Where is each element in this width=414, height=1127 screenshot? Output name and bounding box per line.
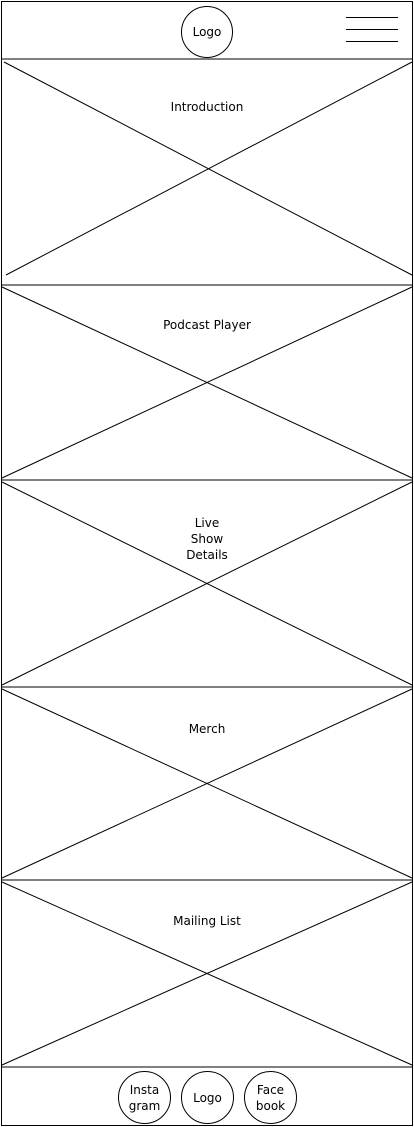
- introduction-section: Introduction: [0, 99, 414, 115]
- instagram-label: Insta gram: [128, 1082, 161, 1113]
- facebook-link[interactable]: Face book: [244, 1071, 297, 1124]
- live-show-details-section: Live Show Details: [0, 499, 414, 563]
- header-logo-label: Logo: [192, 25, 222, 39]
- podcast-player-section: Podcast Player: [0, 317, 414, 333]
- live-show-details-label: Live Show Details: [186, 516, 228, 562]
- mailing-list-label: Mailing List: [173, 914, 241, 928]
- menu-bar-bottom: [346, 41, 398, 42]
- hamburger-menu-icon[interactable]: [346, 16, 398, 44]
- header-logo[interactable]: Logo: [181, 6, 233, 58]
- mailing-list-section: Mailing List: [0, 913, 414, 929]
- merch-section: Merch: [0, 721, 414, 737]
- facebook-label: Face book: [255, 1082, 286, 1113]
- merch-label: Merch: [188, 722, 226, 736]
- footer-logo[interactable]: Logo: [181, 1071, 234, 1124]
- podcast-player-label: Podcast Player: [163, 318, 251, 332]
- menu-bar-middle: [346, 29, 398, 30]
- menu-bar-top: [346, 17, 398, 18]
- introduction-label: Introduction: [170, 100, 244, 114]
- footer-logo-label: Logo: [193, 1090, 222, 1105]
- instagram-link[interactable]: Insta gram: [118, 1071, 171, 1124]
